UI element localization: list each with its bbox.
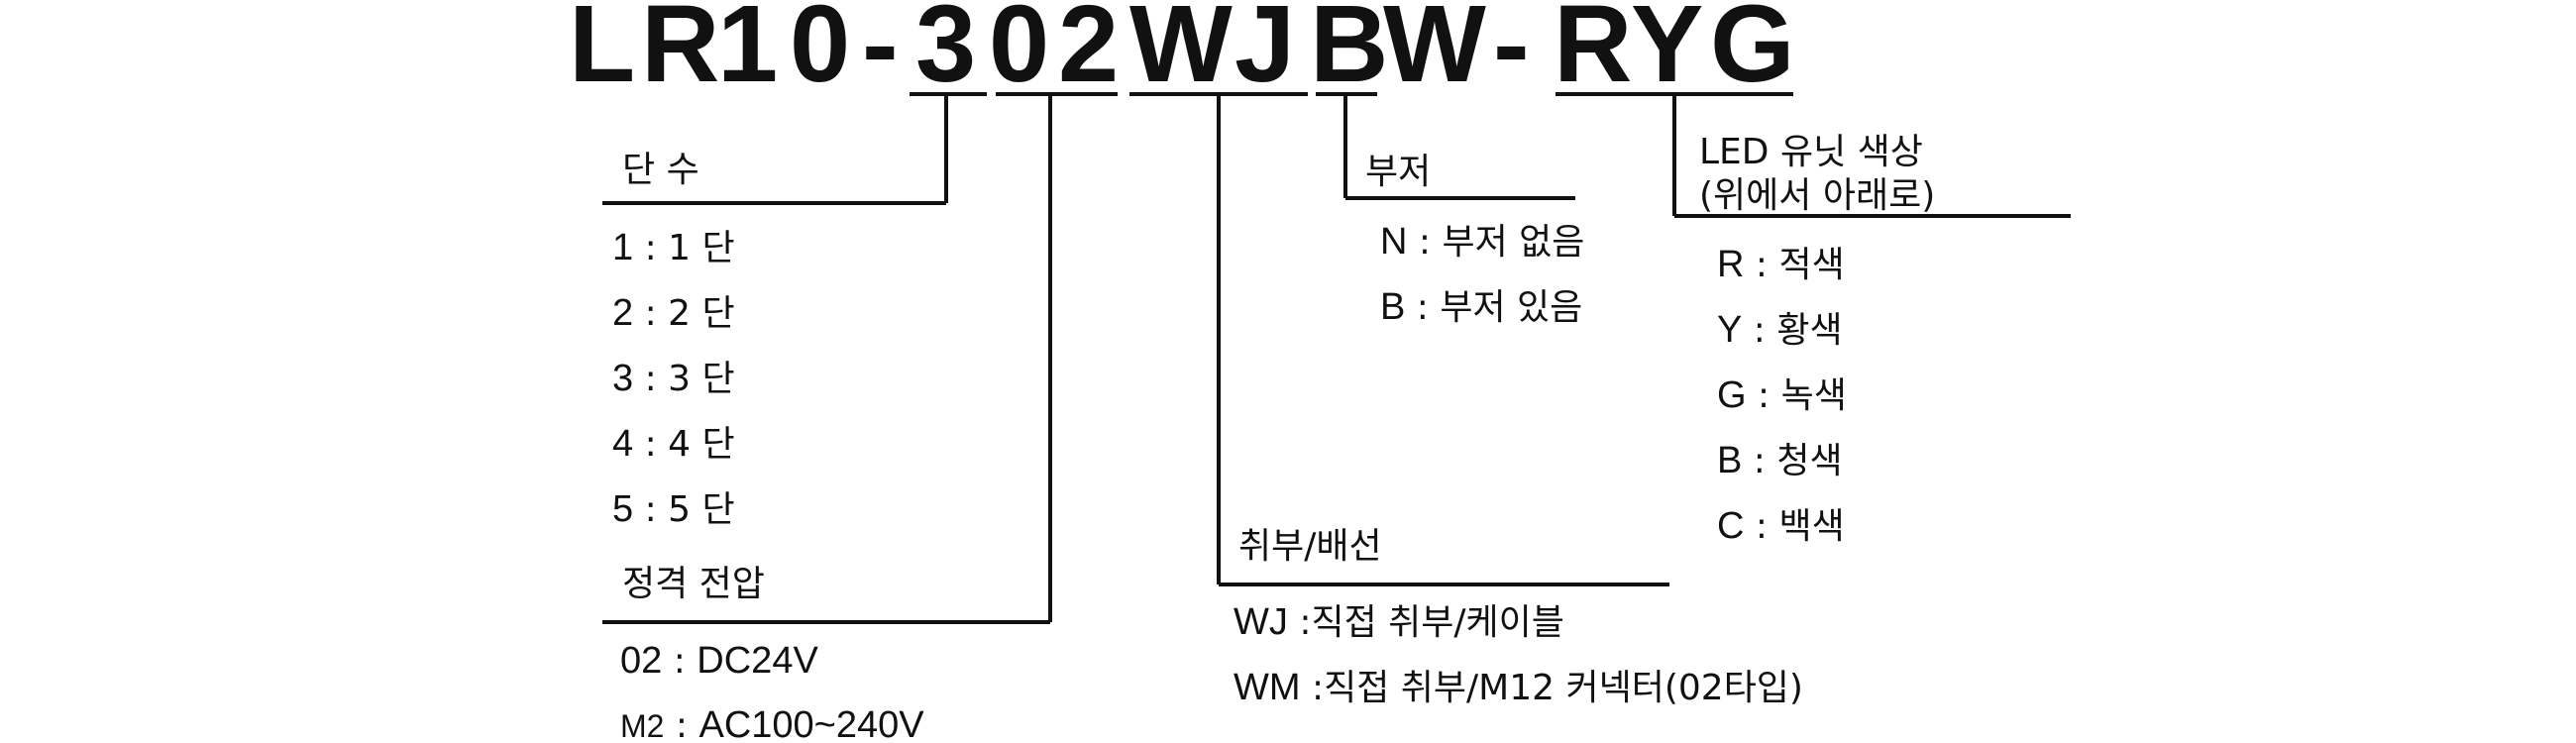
option-key: 3	[612, 358, 634, 399]
code-char: 1	[717, 0, 779, 105]
option-row: Y : 황색	[1717, 308, 1843, 353]
option-row: N : 부저 없음	[1380, 220, 1584, 265]
option-key: 4	[612, 423, 634, 465]
option-separator: :	[633, 359, 669, 399]
code-char: 0	[989, 0, 1050, 105]
option-key: R	[1717, 244, 1745, 285]
code-char: -	[1493, 0, 1530, 105]
option-key: 02	[620, 640, 663, 682]
option-separator: :	[1744, 506, 1779, 547]
option-separator: :	[633, 489, 669, 530]
option-key: WM	[1234, 667, 1301, 708]
option-key: N	[1380, 221, 1408, 263]
option-value: 녹색	[1780, 375, 1847, 416]
option-separator: :	[1746, 375, 1781, 416]
option-row: R : 적색	[1717, 243, 1845, 287]
section-subtitle: (위에서 아래로)	[1699, 175, 1936, 216]
option-row: M2 : AC100~240V	[620, 703, 924, 743]
option-value: 5 단	[668, 489, 735, 530]
code-char: J	[1234, 0, 1296, 105]
option-value: 청색	[1776, 441, 1843, 481]
option-row: B : 부저 있음	[1380, 285, 1582, 330]
option-separator: :	[1742, 310, 1777, 351]
section-title: 단 수	[622, 150, 699, 190]
option-separator: :	[662, 641, 698, 682]
option-value: 2 단	[668, 293, 735, 334]
option-value: 부저 있음	[1440, 287, 1583, 328]
option-row: 5 : 5 단	[612, 487, 735, 532]
option-separator: :	[664, 705, 699, 743]
code-char: 0	[790, 0, 851, 105]
option-key: WJ	[1234, 601, 1288, 643]
code-char: W	[1129, 0, 1233, 105]
code-char: 3	[915, 0, 977, 105]
option-value: 1 단	[668, 228, 735, 268]
option-key: 2	[612, 292, 634, 334]
option-separator: :	[1407, 222, 1443, 263]
option-value: 적색	[1778, 245, 1845, 285]
code-char: Y	[1631, 0, 1704, 105]
option-row: 3 : 3 단	[612, 357, 735, 401]
code-char: G	[1710, 0, 1795, 105]
option-separator: :	[633, 424, 669, 465]
option-key: B	[1380, 286, 1406, 328]
option-key: Y	[1717, 309, 1743, 351]
option-separator: :	[1300, 668, 1325, 708]
code-char: B	[1310, 0, 1389, 105]
code-char: L	[569, 0, 636, 105]
section-title: LED 유닛 색상	[1699, 132, 1923, 172]
option-row: 4 : 4 단	[612, 422, 735, 467]
option-separator: :	[1287, 602, 1312, 643]
option-value: DC24V	[697, 640, 818, 682]
option-value: 3 단	[668, 359, 735, 399]
code-char: -	[862, 0, 899, 105]
code-char: R	[641, 0, 720, 105]
option-value: 백색	[1778, 506, 1845, 547]
section-title: 부저	[1365, 152, 1432, 192]
option-row: C : 백색	[1717, 504, 1845, 549]
option-separator: :	[1405, 287, 1441, 328]
option-value: 황색	[1776, 310, 1843, 351]
option-separator: :	[1744, 245, 1779, 285]
option-key: C	[1717, 505, 1745, 547]
option-value: 부저 없음	[1442, 222, 1585, 263]
option-key: 1	[612, 227, 634, 268]
option-row: 1 : 1 단	[612, 226, 735, 270]
section-title: 정격 전압	[622, 564, 765, 604]
option-value: AC100~240V	[698, 704, 924, 743]
section-title: 취부/배선	[1238, 526, 1382, 567]
code-char: 2	[1058, 0, 1120, 105]
option-row: WJ :직접 취부/케이블	[1234, 600, 1564, 645]
code-char: W	[1383, 0, 1486, 105]
option-separator: :	[1742, 441, 1777, 481]
option-separator: :	[633, 293, 669, 334]
option-row: G : 녹색	[1717, 373, 1847, 418]
option-row: B : 청색	[1717, 439, 1843, 483]
option-key: 5	[612, 488, 634, 530]
option-row: WM :직접 취부/M12 커넥터(02타입)	[1234, 666, 1803, 710]
option-row: 2 : 2 단	[612, 291, 735, 336]
option-key: M2	[620, 708, 665, 743]
option-value: 직접 취부/케이블	[1311, 602, 1564, 643]
option-key: B	[1717, 440, 1743, 481]
code-char: R	[1554, 0, 1633, 105]
option-value: 4 단	[668, 424, 735, 465]
option-key: G	[1717, 374, 1747, 416]
option-value: 직접 취부/M12 커넥터(02타입)	[1324, 668, 1803, 708]
option-row: 02 : DC24V	[620, 639, 818, 684]
option-separator: :	[633, 228, 669, 268]
